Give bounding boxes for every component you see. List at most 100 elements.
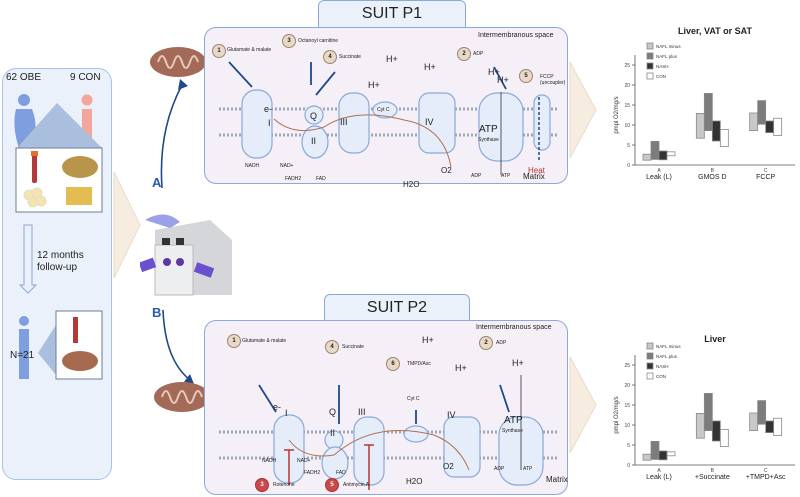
y-tick-label: 15 xyxy=(624,403,630,409)
x-tick-label: FCCP xyxy=(756,174,775,181)
y-tick-label: 5 xyxy=(627,443,630,449)
legend-label: NASH xyxy=(656,364,669,369)
p1-matrix-label: Matrix xyxy=(523,172,545,181)
substrate-1-label: Glutamate & malate xyxy=(242,338,287,344)
complex-i-label: I xyxy=(285,408,288,418)
y-tick-label: 15 xyxy=(624,103,630,109)
x-tick-label: Leak (L) xyxy=(646,174,672,181)
y-axis-label: pmpl O2/mg/s xyxy=(614,96,620,133)
complex-i-label: I xyxy=(268,118,271,128)
substrate-5-label: FCCP (uncoupler) xyxy=(540,74,566,86)
followup-liver-icon xyxy=(62,351,98,371)
bar-nafl-plus xyxy=(757,400,767,425)
complex-iv-label: IV xyxy=(425,117,434,127)
n-label: N=21 xyxy=(10,350,35,361)
bar-nash xyxy=(658,450,668,461)
cyt-c-label: Cyt C xyxy=(377,107,390,113)
followup-arrow-icon xyxy=(18,224,38,294)
suit-p2-title: SUIT P2 xyxy=(324,294,470,322)
pathway-arrows xyxy=(160,79,194,384)
category-mark: C xyxy=(764,168,768,174)
legend-swatch xyxy=(646,342,654,350)
atp-synthase-label: ATP xyxy=(479,124,498,135)
bar-nash xyxy=(711,120,721,142)
x-tick-label: +TMPD+Asc xyxy=(746,474,786,481)
electron-path xyxy=(273,114,452,168)
substrate-5-badge: 5 xyxy=(519,69,533,83)
nadh-label: NADH xyxy=(245,163,260,169)
category-mark: B xyxy=(711,468,715,474)
y-axis-label: pmpl O2/mg/s xyxy=(614,396,620,433)
legend-label: NAFL minus xyxy=(656,44,681,49)
substrate-1-label: Glutamate & malate xyxy=(227,47,272,53)
fad-label: FAD xyxy=(336,470,346,476)
substrate-6-badge: 6 xyxy=(386,357,400,371)
followup-blood-tube-icon xyxy=(73,317,78,343)
h-plus: H+ xyxy=(422,335,434,345)
substrate-2-label: ADP xyxy=(496,340,507,346)
substrate-4-badge: 4 xyxy=(323,50,337,64)
h-plus: H+ xyxy=(386,54,398,64)
substrate-2-badge: 2 xyxy=(457,47,471,61)
legend-swatch xyxy=(646,62,654,70)
bar-nafl-minus xyxy=(749,412,759,432)
uncoupler-channel xyxy=(533,94,551,151)
complex-iii-label: III xyxy=(340,117,348,127)
inhibitor-3-badge: 3 xyxy=(255,478,269,492)
legend-label: CON xyxy=(656,74,666,79)
legend-swatch xyxy=(646,52,654,60)
fad-label: FAD xyxy=(316,176,326,182)
q-label: Q xyxy=(310,111,318,121)
chevron-right-icon xyxy=(113,171,141,279)
bar-con xyxy=(719,129,729,148)
y-tick-label: 5 xyxy=(627,143,630,149)
bar-nash xyxy=(711,420,721,442)
substrate-1-badge: 1 xyxy=(212,44,226,58)
bar-nafl-plus xyxy=(757,100,767,125)
h-plus: H+ xyxy=(424,62,436,72)
chevron-right-icon xyxy=(569,61,597,159)
nadh-label: NADH xyxy=(262,458,277,464)
path-b-label: B xyxy=(152,305,162,320)
bar-nash xyxy=(765,420,775,433)
bar-nafl-plus xyxy=(703,393,713,432)
complex-iv xyxy=(418,92,456,154)
legend-swatch xyxy=(646,372,654,380)
legend-swatch xyxy=(646,362,654,370)
atp-label: ATP xyxy=(501,173,511,179)
con-label: 9 CON xyxy=(70,72,101,83)
followup-label: 12 months follow-up xyxy=(37,250,84,273)
followup-person-icon xyxy=(19,316,29,379)
o2-label: O2 xyxy=(441,166,452,175)
synthase-label: Synthase xyxy=(478,137,499,143)
h2o-label: H2O xyxy=(403,180,420,189)
bar-nafl-plus xyxy=(650,141,660,160)
fadh2-label: FADH2 xyxy=(304,470,321,476)
complex-ii-label: II xyxy=(330,428,336,438)
bar-nafl-minus xyxy=(695,413,705,439)
y-tick-label: 25 xyxy=(624,363,630,369)
substrate-4-badge: 4 xyxy=(325,340,339,354)
bar-con xyxy=(666,151,676,157)
path-a-label: A xyxy=(152,175,162,190)
x-tick-label: Leak (L) xyxy=(646,474,672,481)
h-plus: H+ xyxy=(512,358,524,368)
cyt-c xyxy=(372,101,398,119)
o2-label: O2 xyxy=(443,462,454,471)
bar-nafl-minus xyxy=(642,453,652,461)
chart-title: Liver, VAT or SAT xyxy=(678,26,753,36)
h-plus: H+ xyxy=(455,363,467,373)
bar-con xyxy=(719,429,729,448)
bar-nash xyxy=(658,150,668,161)
h-plus: H+ xyxy=(488,67,500,77)
atp-label: ATP xyxy=(523,466,533,472)
q-label: Q xyxy=(329,407,337,417)
triangle-connector xyxy=(17,103,102,148)
nad-label: NAD+ xyxy=(297,458,311,464)
atp-synthase-label: ATP xyxy=(504,415,523,426)
suit-p1-title: SUIT P1 xyxy=(318,0,466,28)
electron-label: e- xyxy=(273,402,282,412)
inhibitor-3-label: Rotenone xyxy=(273,482,295,488)
